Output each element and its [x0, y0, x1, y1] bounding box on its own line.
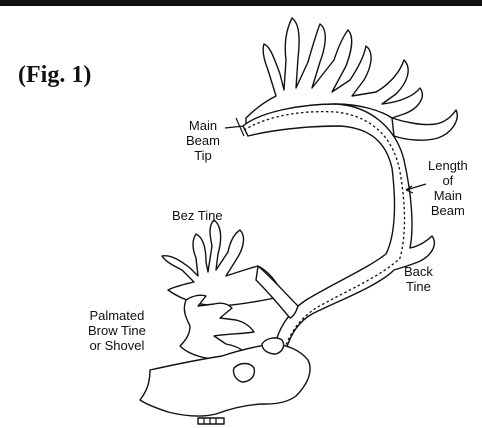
skull-eye-socket	[233, 364, 254, 383]
label-length-line2: of	[428, 173, 468, 188]
label-length-line3: Main	[428, 188, 468, 203]
label-bez-tine: Bez Tine	[172, 208, 223, 223]
label-palmated-brow-tine: Palmated Brow Tine or Shovel	[88, 308, 146, 353]
label-main-beam-tip: Main Beam Tip	[186, 118, 220, 163]
label-palmated-line2: Brow Tine	[88, 323, 146, 338]
label-bez-tine-line1: Bez Tine	[172, 208, 223, 223]
label-palmated-line1: Palmated	[88, 308, 146, 323]
skull	[140, 344, 310, 416]
label-length-of-main-beam: Length of Main Beam	[428, 158, 468, 218]
main-beam-measure-line	[244, 112, 405, 350]
label-back-tine: Back Tine	[404, 264, 433, 294]
label-palmated-line3: or Shovel	[88, 338, 146, 353]
label-length-line4: Beam	[428, 203, 468, 218]
main-beam-tip-pointer	[225, 118, 244, 136]
label-main-beam-tip-line2: Beam	[186, 133, 220, 148]
skull-teeth	[198, 418, 224, 424]
label-back-tine-line2: Tine	[404, 279, 433, 294]
bez-tine	[162, 220, 284, 306]
label-main-beam-tip-line3: Tip	[186, 148, 220, 163]
main-beam	[243, 104, 434, 350]
label-main-beam-tip-line1: Main	[186, 118, 220, 133]
label-length-line1: Length	[428, 158, 468, 173]
label-back-tine-line1: Back	[404, 264, 433, 279]
